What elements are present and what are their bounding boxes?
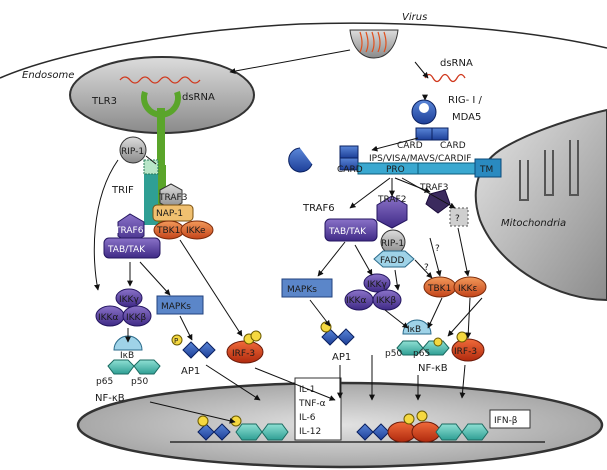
cytosolic-mapks-label: MAPKs xyxy=(287,285,317,295)
cytokine-box xyxy=(294,377,342,441)
cytosolic-nfkb: IκB p50 p65 xyxy=(385,319,450,359)
traf2-label: TRAF2 xyxy=(377,195,406,205)
ifnb-box xyxy=(489,409,531,429)
svg-text:TBK1: TBK1 xyxy=(427,284,451,294)
cytosolic-traf3 xyxy=(425,189,451,214)
card-label-1: CARD xyxy=(397,141,423,151)
unknown-adaptor xyxy=(449,207,469,227)
pro-label: PRO xyxy=(386,165,405,175)
cytosolic-ap1-label: AP1 xyxy=(332,352,351,363)
svg-text:TBK1: TBK1 xyxy=(156,226,180,236)
svg-text:p65: p65 xyxy=(96,377,113,387)
endosome-traf6-tabtak: TRAF6 TAB/TAK xyxy=(103,213,161,259)
endosome-nfkb-label: NF-κB xyxy=(95,393,125,404)
endosome-label: Endosome xyxy=(22,70,74,81)
trif-label: TRIF xyxy=(111,185,134,196)
endosome-rip1: RIP-1 xyxy=(119,136,147,164)
endosome-irf3: IRF-3 xyxy=(226,330,264,364)
cytosolic-dsrna xyxy=(424,73,466,83)
svg-text:IκB: IκB xyxy=(407,325,421,335)
svg-text:TAB/TAK: TAB/TAK xyxy=(107,245,146,255)
cytosolic-nfkb-label: NF-κB xyxy=(418,363,448,374)
ips1-mavs xyxy=(288,145,502,178)
cytokine-1: IL-1 xyxy=(299,385,315,395)
svg-text:FADD: FADD xyxy=(380,256,404,266)
svg-text:IKKβ: IKKβ xyxy=(126,313,146,323)
card-label-3: CARD xyxy=(337,165,363,175)
cytokine-4: IL-12 xyxy=(299,427,321,437)
svg-text:NAP-1: NAP-1 xyxy=(156,209,183,219)
endosome-mapks-label: MAPKs xyxy=(161,302,191,312)
svg-text:p65: p65 xyxy=(413,349,430,359)
mitochondria xyxy=(474,108,607,302)
mitochondria-label: Mitochondria xyxy=(501,218,566,229)
promoter-complex-2 xyxy=(356,410,489,443)
endosome-mapks-box xyxy=(156,295,204,315)
tlr3-label: TLR3 xyxy=(91,96,117,107)
rigi-label: RIG- I / xyxy=(448,95,483,106)
svg-text:IKKα: IKKα xyxy=(346,296,366,306)
svg-text:TRAF6: TRAF6 xyxy=(114,226,144,236)
endosome-nfkb: IκB p65 p50 xyxy=(96,335,161,387)
svg-text:IκB: IκB xyxy=(120,351,134,361)
pathway-arrows xyxy=(93,49,483,424)
svg-text:p50: p50 xyxy=(131,377,148,387)
unknown-label: ? xyxy=(455,214,460,224)
svg-text:IKKε: IKKε xyxy=(458,284,477,294)
endosome-dsrna-label: dsRNA xyxy=(182,92,215,103)
question-mark-2: ? xyxy=(424,263,429,273)
ips-label: IPS/VISA/MAVS/CARDIF xyxy=(369,154,471,164)
card-label-2: CARD xyxy=(440,141,466,151)
ifnb-label: IFN-β xyxy=(494,416,518,426)
svg-text:IKKβ: IKKβ xyxy=(376,296,396,306)
endosome-ikk-complex: IKKγ IKKα IKKβ xyxy=(95,288,152,327)
cytosolic-traf6-label: TRAF6 xyxy=(302,203,335,214)
virus-particle xyxy=(349,29,399,59)
cytosolic-traf3-label: TRAF3 xyxy=(419,183,448,193)
mda5-label: MDA5 xyxy=(452,112,481,123)
svg-text:IRF-3: IRF-3 xyxy=(454,347,477,357)
endosome-ap1: P xyxy=(171,334,216,359)
cytosolic-dsrna-label: dsRNA xyxy=(440,58,473,69)
endosome-traf3-complex: TRAF3 NAP-1 TBK1 IKKe xyxy=(152,183,214,240)
cytosolic-traf6-tabtak: TAB/TAK xyxy=(324,218,378,242)
svg-text:RIP-1: RIP-1 xyxy=(121,147,144,157)
virus-label: Virus xyxy=(402,12,427,23)
cytokine-2: TNF-α xyxy=(298,399,326,409)
tm-label: TM xyxy=(479,165,493,175)
cytosolic-mapks-box xyxy=(281,278,333,298)
svg-text:P: P xyxy=(174,337,178,345)
cytokine-3: IL-6 xyxy=(299,413,316,423)
rig-i-mda5 xyxy=(411,99,449,141)
svg-text:TRAF3: TRAF3 xyxy=(158,193,187,203)
svg-text:IKKe: IKKe xyxy=(186,226,206,236)
plasma-membrane xyxy=(0,22,607,79)
question-mark-1: ? xyxy=(435,244,440,254)
cytosolic-ap1 xyxy=(320,321,355,346)
svg-text:TAB/TAK: TAB/TAK xyxy=(328,227,367,237)
trif-tir-domain xyxy=(143,159,159,175)
svg-text:IKKα: IKKα xyxy=(98,313,118,323)
svg-text:p50: p50 xyxy=(385,349,402,359)
cytosolic-irf3: IRF-3 xyxy=(451,331,485,362)
svg-text:IKKγ: IKKγ xyxy=(367,280,387,290)
svg-text:IRF-3: IRF-3 xyxy=(232,349,255,359)
svg-text:RIP-1: RIP-1 xyxy=(381,239,404,249)
cytosolic-tbk1-ikke: TBK1 IKKε xyxy=(423,276,487,298)
endosome-ap1-label: AP1 xyxy=(181,366,200,377)
cytosolic-rip1: RIP-1 xyxy=(380,229,406,255)
cytosolic-ikk-complex: IKKγ IKKα IKKβ xyxy=(344,273,402,311)
endosome-dsrna xyxy=(119,76,201,84)
fadd: FADD xyxy=(373,250,415,268)
svg-text:IKKγ: IKKγ xyxy=(119,295,139,305)
